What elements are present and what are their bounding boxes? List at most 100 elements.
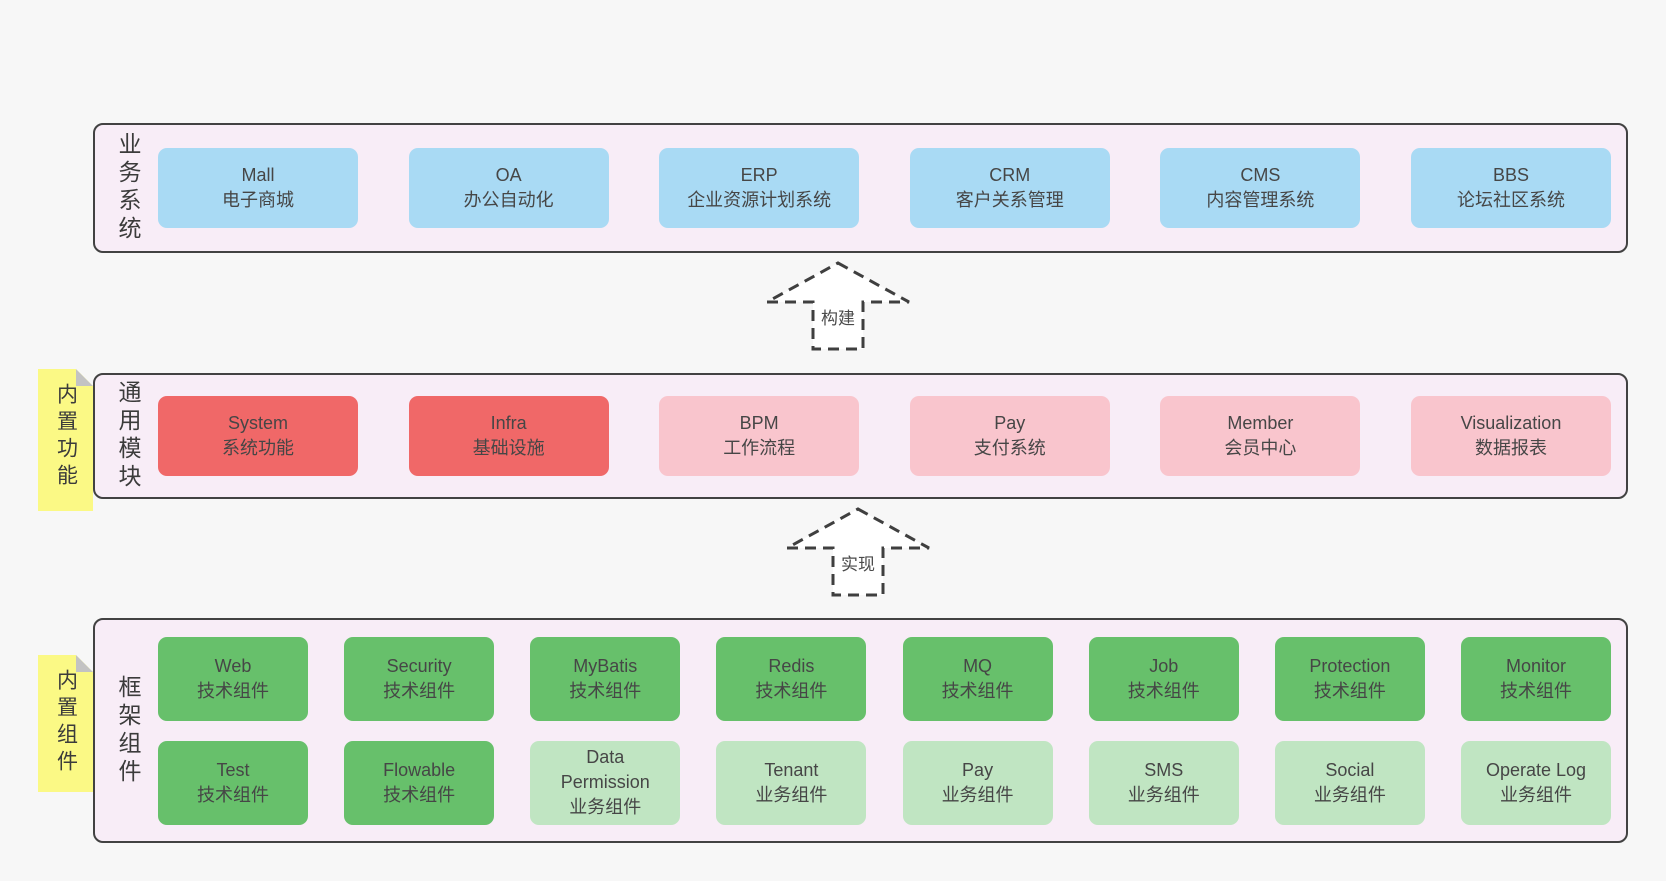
node-data-permission-en: Data Permission	[560, 747, 650, 792]
node-pay: Pay 支付系统	[909, 396, 1110, 476]
node-redis-en: Redis	[768, 655, 815, 676]
layer-label-common-modules: 通用模块	[115, 380, 141, 492]
node-flowable-en: Flowable	[383, 759, 456, 780]
node-web: Web 技术组件	[158, 636, 308, 721]
node-protection-en: Protection	[1309, 655, 1391, 676]
node-pay-en: Pay	[994, 413, 1026, 433]
node-bbs: BBS 论坛社区系统	[1410, 148, 1611, 228]
node-data-permission-zh: 业务组件	[569, 797, 642, 817]
node-sms: SMS 业务组件	[1088, 740, 1239, 825]
node-security-zh: 技术组件	[383, 680, 456, 701]
node-flowable: Flowable 技术组件	[344, 740, 495, 825]
node-job-en: Job	[1149, 655, 1179, 676]
arrow-implement-label: 实现	[841, 555, 875, 574]
node-mq-zh: 技术组件	[941, 680, 1014, 701]
node-monitor-zh: 技术组件	[1499, 680, 1572, 701]
node-erp-zh: 企业资源计划系统	[687, 190, 832, 210]
components-rows-wrap: Web 技术组件 Security 技术组件 MyBatis 技术组件 Redi…	[145, 636, 1626, 825]
node-monitor: Monitor 技术组件	[1460, 636, 1611, 721]
node-pay-biz-en: Pay	[962, 759, 994, 780]
node-monitor-en: Monitor	[1505, 655, 1566, 676]
node-security: Security 技术组件	[344, 636, 495, 721]
node-system-en: System	[227, 413, 288, 433]
modules-row-wrap: System 系统功能 Infra 基础设施 BPM 工作流程 Pay 支付系统…	[145, 396, 1626, 476]
node-social: Social 业务组件	[1274, 740, 1425, 825]
node-mybatis-en: MyBatis	[573, 655, 638, 676]
node-visualization-zh: 数据报表	[1474, 438, 1547, 458]
node-social-zh: 业务组件	[1313, 784, 1386, 805]
node-job-zh: 技术组件	[1127, 680, 1200, 701]
arrow-build: 构建	[763, 260, 913, 352]
node-flowable-zh: 技术组件	[383, 784, 456, 805]
layer-common-modules: 通用模块 System 系统功能 Infra 基础设施 BPM 工作流程 Pay…	[93, 373, 1628, 499]
components-row-1: Web 技术组件 Security 技术组件 MyBatis 技术组件 Redi…	[145, 636, 1626, 721]
arrow-implement: 实现	[783, 506, 933, 598]
node-visualization-en: Visualization	[1460, 413, 1562, 433]
node-web-zh: 技术组件	[197, 680, 269, 701]
node-system: System 系统功能	[158, 396, 358, 476]
node-tenant-en: Tenant	[764, 759, 819, 780]
modules-row: System 系统功能 Infra 基础设施 BPM 工作流程 Pay 支付系统…	[145, 396, 1626, 476]
node-cms-en: CMS	[1240, 165, 1281, 185]
node-test-zh: 技术组件	[197, 784, 269, 805]
node-data-permission: Data Permission 业务组件	[530, 740, 681, 825]
node-cms: CMS 内容管理系统	[1160, 148, 1361, 228]
node-bbs-zh: 论坛社区系统	[1456, 190, 1565, 210]
node-test: Test 技术组件	[158, 740, 308, 825]
sticky-note-builtin-components: 内置组件	[38, 655, 93, 792]
node-bbs-en: BBS	[1492, 165, 1529, 185]
node-infra: Infra 基础设施	[408, 396, 609, 476]
node-infra-en: Infra	[490, 413, 527, 433]
node-operate-log: Operate Log 业务组件	[1460, 740, 1611, 825]
node-oa-zh: 办公自动化	[463, 190, 554, 210]
node-test-en: Test	[216, 759, 250, 780]
node-mall-en: Mall	[241, 165, 275, 185]
node-visualization: Visualization 数据报表	[1410, 396, 1611, 476]
sticky-note-builtin-features: 内置功能	[38, 369, 93, 511]
node-web-en: Web	[214, 655, 252, 676]
node-bpm-zh: 工作流程	[723, 438, 796, 458]
node-mq: MQ 技术组件	[902, 636, 1053, 721]
node-member: Member 会员中心	[1160, 396, 1361, 476]
sticky-note-builtin-components-text: 内置组件	[54, 669, 78, 777]
node-oa-en: OA	[495, 165, 522, 185]
arrow-implement-shape: 实现	[786, 507, 930, 597]
node-pay-biz: Pay 业务组件	[902, 740, 1053, 825]
node-redis-zh: 技术组件	[755, 680, 828, 701]
node-sms-en: SMS	[1144, 759, 1184, 780]
node-protection-zh: 技术组件	[1313, 680, 1386, 701]
node-system-zh: 系统功能	[222, 438, 294, 458]
node-cms-zh: 内容管理系统	[1206, 190, 1315, 210]
arrow-build-shape: 构建	[766, 261, 910, 351]
node-mall-zh: 电子商城	[222, 190, 294, 210]
node-operate-log-en: Operate Log	[1485, 759, 1587, 780]
layer-business-systems: 业务系统 Mall 电子商城 OA 办公自动化 ERP 企业资源计划系统 CRM…	[93, 123, 1628, 253]
node-erp: ERP 企业资源计划系统	[659, 148, 860, 228]
arrow-build-label: 构建	[821, 309, 855, 328]
layer-label-business-systems: 业务系统	[115, 132, 141, 244]
business-row: Mall 电子商城 OA 办公自动化 ERP 企业资源计划系统 CRM 客户关系…	[145, 148, 1626, 228]
node-crm: CRM 客户关系管理	[909, 148, 1110, 228]
node-tenant: Tenant 业务组件	[716, 740, 867, 825]
node-member-zh: 会员中心	[1224, 438, 1297, 458]
business-row-wrap: Mall 电子商城 OA 办公自动化 ERP 企业资源计划系统 CRM 客户关系…	[145, 148, 1626, 228]
node-infra-zh: 基础设施	[472, 438, 545, 458]
node-mybatis: MyBatis 技术组件	[530, 636, 681, 721]
node-tenant-zh: 业务组件	[755, 784, 828, 805]
node-bpm: BPM 工作流程	[659, 396, 860, 476]
layer-label-framework-components: 框架组件	[115, 674, 141, 787]
node-crm-zh: 客户关系管理	[955, 190, 1064, 210]
node-security-en: Security	[386, 655, 452, 676]
folded-corner-icon	[76, 369, 93, 386]
node-protection: Protection 技术组件	[1274, 636, 1425, 721]
node-redis: Redis 技术组件	[716, 636, 867, 721]
node-mq-en: MQ	[963, 655, 993, 676]
sticky-note-builtin-features-text: 内置功能	[54, 383, 78, 491]
node-pay-zh: 支付系统	[973, 438, 1046, 458]
node-pay-biz-zh: 业务组件	[941, 784, 1014, 805]
node-mybatis-zh: 技术组件	[569, 680, 642, 701]
folded-corner-icon	[76, 655, 93, 672]
node-erp-en: ERP	[740, 165, 778, 185]
layer-framework-components: 框架组件 Web 技术组件 Security 技术组件 MyBatis 技术组件…	[93, 618, 1628, 843]
